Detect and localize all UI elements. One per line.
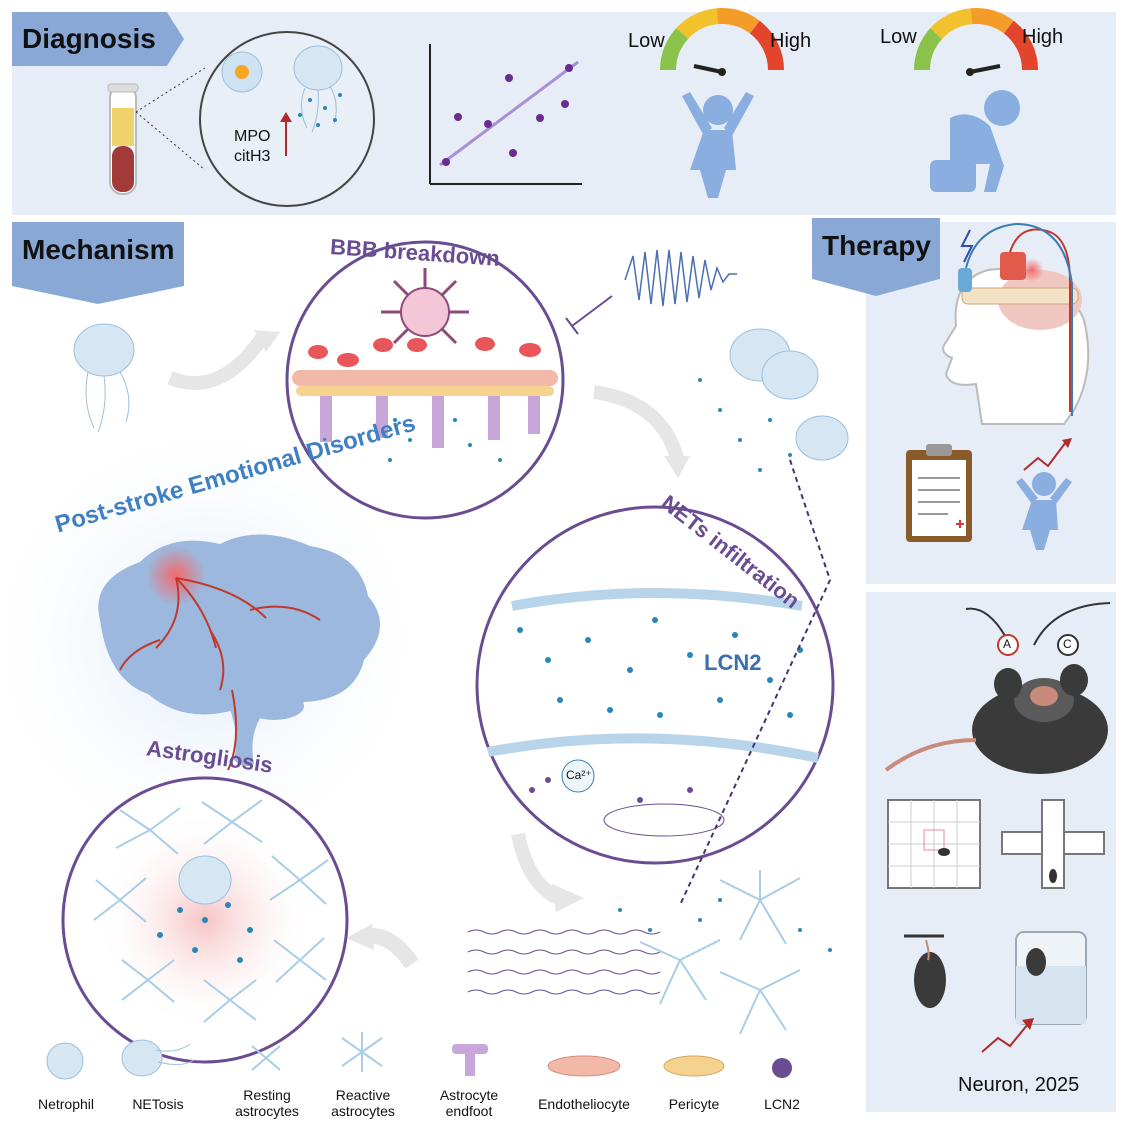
gauge1-high-label: High (770, 30, 812, 52)
legend-lcn2-icon (772, 1058, 792, 1078)
trend-up-icon (1023, 441, 1067, 471)
legend-netrophil-icon (46, 1042, 84, 1080)
reactive-astrocytes-group (639, 870, 801, 1035)
flow-arrow-2 (592, 385, 685, 464)
sad-person-icon (930, 90, 1020, 192)
legend-astrocyte-endfoot: Astrocyte endfoot (439, 1087, 499, 1119)
mouse-implant-icon (884, 602, 1111, 774)
legend-netosis-icon (121, 1039, 195, 1077)
flow-arrow-1 (167, 333, 268, 390)
calcium-label: Ca²⁺ (566, 768, 592, 782)
neutrophil-migrating-icon (73, 323, 135, 433)
neuronal-waves (467, 929, 661, 995)
legend-lcn2: LCN2 (764, 1096, 800, 1112)
marker-mpo: MPO (234, 128, 271, 145)
legend-resting-astrocytes: Resting astrocytes (235, 1087, 299, 1119)
astrogliosis-circle (61, 776, 349, 1064)
elevated-plus-maze-icon (1001, 799, 1105, 889)
inhibition-line (571, 295, 613, 327)
nets-infiltration-circle (475, 505, 835, 865)
lcn2-label: LCN2 (704, 650, 762, 675)
netosis-cluster-icon (698, 328, 849, 472)
zoom-line-bottom (135, 111, 206, 171)
electrode-a-label: A (1003, 637, 1012, 651)
trend-up-icon-2 (981, 1023, 1029, 1053)
diagnosis-tag: Diagnosis (12, 12, 184, 66)
legend-pericyte-icon (663, 1055, 725, 1077)
citation: Neuron, 2025 (958, 1074, 1080, 1096)
flow-arrow-3 (367, 927, 419, 969)
flow-arrow-4 (511, 832, 562, 905)
gauge2-high-label: High (1022, 26, 1064, 48)
gauge-low-icon (660, 8, 784, 76)
legend-reactive-astrocyte-icon (341, 1032, 383, 1072)
marker-cith3: citH3 (234, 148, 271, 165)
correlation-plot (429, 44, 582, 185)
gauge1-low-label: Low (628, 30, 665, 52)
neutrophil-icon (221, 51, 263, 93)
legend-endotheliocyte-icon (547, 1055, 621, 1077)
legend-netrophil: Netrophil (37, 1096, 95, 1112)
netosis-icon (293, 45, 343, 133)
zoom-line-top (135, 67, 206, 113)
blood-tube-icon (107, 83, 139, 195)
legend-endotheliocyte: Endotheliocyte (538, 1096, 630, 1112)
open-field-test-icon (887, 799, 981, 889)
tail-suspension-test-icon (904, 934, 946, 1008)
clipboard-icon (906, 444, 972, 542)
legend-pericyte: Pericyte (668, 1096, 720, 1112)
mechanism-tag: Mechanism (12, 222, 184, 304)
legend-netosis: NETosis (132, 1096, 184, 1112)
legend-resting-astrocyte-icon (251, 1045, 281, 1071)
lcn2-dots (298, 93, 342, 127)
electrode-c-label: C (1063, 637, 1072, 651)
stimulation-waveform (624, 249, 737, 307)
forced-swim-test-icon (1015, 931, 1087, 1025)
zoom-dash-line (679, 459, 832, 906)
legend-reactive-astrocytes: Reactive astrocytes (331, 1087, 395, 1119)
bbb-breakdown-circle (285, 240, 565, 520)
therapy-tag: Therapy (812, 218, 940, 296)
tdcs-head-icon (942, 222, 1090, 425)
gauge2-low-label: Low (880, 26, 917, 48)
brain-icon (98, 534, 381, 771)
recovered-person-icon (1016, 472, 1072, 550)
gauge-high-icon (914, 8, 1038, 76)
happy-person-icon (682, 92, 754, 198)
legend-astrocyte-endfoot-icon (452, 1044, 488, 1076)
